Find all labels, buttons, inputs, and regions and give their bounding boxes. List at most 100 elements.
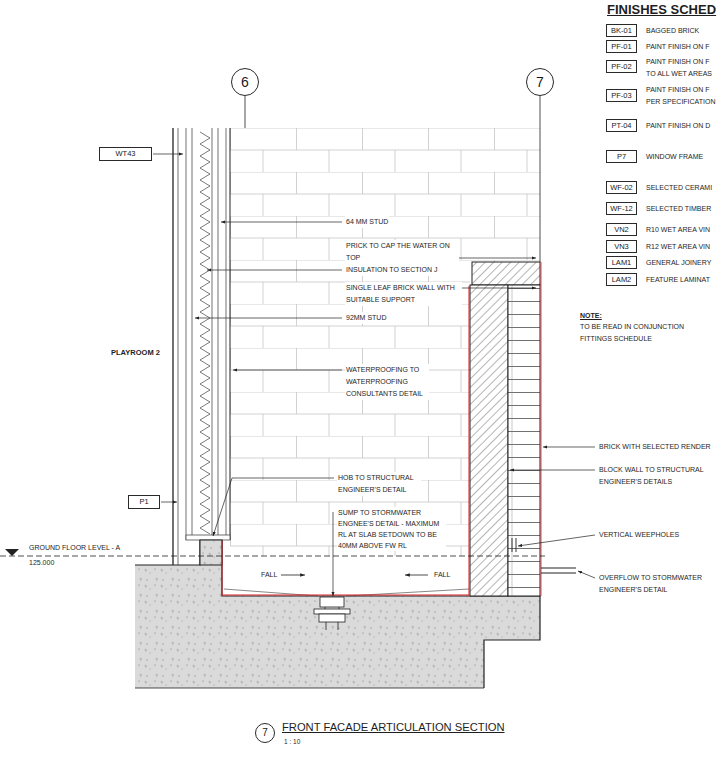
fall-arrow (405, 575, 428, 576)
node-text: WF-02 (610, 184, 633, 192)
node-text: P1 (139, 498, 148, 506)
annotation: PRICK TO CAP THE WATER ON TOP (345, 240, 459, 264)
annotation: SUMP TO STORMWATER ENGNEE'S DETAIL - MAX… (337, 507, 446, 551)
grid-bubble: 6 (231, 68, 259, 96)
node-text: PF-02 (611, 63, 631, 71)
node-text: 6 (241, 75, 249, 89)
grid-bubble: 7 (526, 68, 554, 96)
finish-code-box: PT-04 (606, 119, 637, 132)
node-text: LAM2 (612, 276, 632, 284)
leader-line (578, 571, 595, 578)
finish-description: R12 WET AREA VIN (645, 242, 711, 252)
level-line (0, 556, 545, 557)
sump-body (319, 614, 345, 622)
finish-code-box: LAM1 (606, 256, 637, 269)
node-text: 7 (262, 728, 268, 738)
rendered-brick (508, 285, 540, 596)
leader-line (333, 512, 334, 596)
block-wall (470, 285, 508, 596)
annotation: BLOCK WALL TO STRUCTURAL ENGINEER'S DETA… (598, 464, 710, 488)
fall-label: FALL (260, 569, 278, 581)
finish-description: SELECTED TIMBER (645, 204, 712, 214)
node-text: 7 (536, 75, 544, 89)
weephole (512, 538, 516, 552)
room-name: PLAYROOM 2 (110, 347, 161, 359)
annotation: VERTICAL WEEPHOLES (598, 529, 680, 541)
finish-code-box: PF-03 (606, 89, 637, 102)
note-heading: NOTE: (579, 311, 603, 321)
finish-code-box: WF-02 (606, 181, 637, 194)
note-text: TO BE READ IN CONJUNCTION (579, 322, 685, 332)
annotation: 64 MM STUD (345, 216, 389, 228)
annotation: WATERPROOFING TO WATERPROOFING CONSULTAN… (345, 364, 429, 400)
section-title: FRONT FACADE ARTICULATION SECTION (282, 720, 505, 734)
leader-line (161, 502, 177, 503)
leader-line (518, 535, 595, 546)
finish-description: PER SPECIFICATION (645, 97, 717, 107)
leader-line (221, 222, 342, 223)
level-marker (5, 549, 19, 556)
fall-label: FALL (433, 569, 451, 581)
overflow-pipe (541, 568, 576, 573)
sump-grate (320, 597, 344, 607)
leader-line (207, 270, 342, 271)
annotation: BRICK WITH SELECTED RENDER (598, 441, 712, 453)
finish-description: R10 WET AREA VIN (645, 225, 711, 235)
leader-line (460, 288, 536, 289)
leader-line (195, 318, 342, 319)
node-text: BK-01 (611, 27, 632, 35)
finish-code-box: PF-02 (606, 60, 637, 73)
brick-face (230, 128, 231, 540)
annotation: HOB TO STRUCTURAL ENGINEER'S DETAIL (337, 472, 421, 496)
finish-description: WINDOW FRAME (645, 152, 704, 162)
node-text: PT-04 (611, 122, 631, 130)
node-text: WF-12 (610, 205, 633, 213)
node-text: LAM1 (612, 259, 632, 267)
finish-code-box: WF-12 (606, 202, 637, 215)
finish-description: BAGGED BRICK (645, 26, 700, 36)
note-text: FITTINGS SCHEDULE (579, 334, 653, 344)
finish-code-box: BK-01 (606, 24, 637, 37)
fall-arrow (281, 575, 305, 576)
brick-cap (472, 262, 540, 285)
sump-pipe (325, 607, 339, 630)
leader-line (213, 478, 334, 536)
slab-edge (135, 688, 484, 689)
node-text: PF-01 (611, 43, 631, 51)
annotation: OVERFLOW TO STORMWATER ENGINEER'S DETAIL (598, 572, 710, 596)
finish-description: PAINT FINISH ON F (645, 85, 711, 95)
finish-description: PAINT FINISH ON F (645, 57, 711, 67)
render-line (541, 262, 542, 596)
finish-code-box: LAM2 (606, 273, 637, 286)
finish-code-box: VN3 (606, 240, 637, 253)
scale-label: 1 : 10 (283, 737, 301, 746)
wall-type-tag: WT43 (99, 147, 152, 161)
node-text: PF-03 (611, 92, 631, 100)
finish-description: SELECTED CERAMI (645, 183, 713, 193)
finish-description: PAINT FINISH ON D (645, 121, 711, 131)
leader-line (233, 370, 342, 371)
finish-description: GENERAL JOINERY (645, 258, 712, 268)
annotation: INSULATION TO SECTION J (345, 264, 438, 276)
finish-code-box: P7 (606, 150, 637, 163)
level-value: 125.000 (28, 558, 55, 568)
finish-tag: P1 (128, 495, 160, 509)
grid-line (245, 96, 540, 262)
node-text: VN3 (614, 243, 629, 251)
finish-code-box: VN2 (606, 223, 637, 236)
hob (200, 540, 222, 565)
node-text: P7 (617, 153, 626, 161)
leader-line (153, 154, 183, 155)
finish-code-box: PF-01 (606, 40, 637, 53)
waterproofing-line (222, 286, 469, 595)
leader-line (543, 447, 595, 448)
finish-description: PAINT FINISH ON F (645, 42, 711, 52)
level-name: GROUND FLOOR LEVEL - A (28, 543, 121, 553)
finish-description: TO ALL WET AREAS (645, 69, 713, 79)
annotation: 92MM STUD (345, 312, 387, 324)
node-text: WT43 (115, 150, 135, 158)
wall-lining (172, 128, 173, 565)
insulation-zigzag (200, 132, 210, 534)
finish-description: FEATURE LAMINAT (645, 275, 711, 285)
